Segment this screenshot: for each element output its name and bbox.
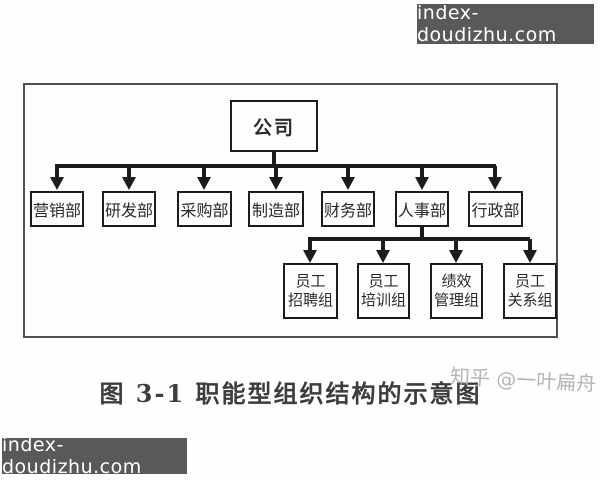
dept-label: 财务部	[323, 201, 372, 220]
org-node-subgroup: 绩效 管理组	[430, 263, 483, 319]
org-node-dept: 行政部	[468, 191, 523, 227]
connector-drop	[55, 166, 59, 178]
subgroup-label-line2: 关系组	[507, 291, 553, 309]
arrowhead-down-icon	[488, 177, 502, 190]
arrowhead-down-icon	[303, 250, 317, 263]
org-node-subgroup: 员工 培训组	[357, 263, 410, 319]
dept-label: 研发部	[104, 201, 153, 220]
diagram-frame	[23, 83, 558, 338]
connector-drop	[127, 166, 131, 178]
connector-drop	[493, 166, 497, 178]
connector-drop	[454, 239, 458, 251]
arrowhead-down-icon	[50, 177, 64, 190]
org-node-subgroup: 员工 关系组	[503, 263, 557, 319]
arrowhead-down-icon	[523, 250, 537, 263]
connector-drop	[202, 166, 206, 178]
dept-label: 人事部	[397, 201, 446, 220]
connector-drop	[381, 239, 385, 251]
dept-label: 制造部	[251, 201, 300, 220]
connector-drop	[274, 166, 278, 178]
subgroup-label-line2: 招聘组	[287, 291, 333, 309]
org-node-dept: 采购部	[177, 191, 232, 227]
connector-rail-2	[308, 237, 530, 241]
org-node-dept: 研发部	[102, 191, 156, 227]
org-node-company-label: 公司	[252, 116, 295, 139]
subgroup-label-line2: 培训组	[360, 291, 406, 309]
arrowhead-down-icon	[269, 177, 283, 190]
subgroup-label-line1: 绩效	[441, 272, 472, 290]
figure-caption: 图 3-1 职能型组织结构的示意图	[99, 379, 482, 408]
watermark-top-label: index-doudizhu.com	[417, 2, 557, 46]
watermark-top: index-doudizhu.com	[417, 2, 594, 46]
arrowhead-down-icon	[449, 250, 463, 263]
arrowhead-down-icon	[197, 177, 211, 190]
dept-label: 行政部	[471, 201, 520, 220]
subgroup-label-line1: 员工	[368, 272, 399, 290]
org-node-subgroup: 员工 招聘组	[283, 263, 338, 319]
subgroup-label-line2: 管理组	[433, 291, 479, 309]
arrowhead-down-icon	[341, 177, 355, 190]
watermark-bottom: index-doudizhu.com	[2, 434, 187, 478]
org-node-dept: 制造部	[248, 191, 304, 227]
dept-label: 营销部	[32, 201, 81, 220]
arrowhead-down-icon	[376, 250, 390, 263]
connector-drop	[528, 239, 532, 251]
org-node-company: 公司	[230, 100, 318, 152]
connector-drop	[346, 166, 350, 178]
arrowhead-down-icon	[415, 177, 429, 190]
org-node-dept: 人事部	[395, 191, 449, 227]
subgroup-label-line1: 员工	[514, 272, 545, 290]
connector-drop	[308, 239, 312, 251]
connector-root-stub	[272, 152, 276, 166]
connector-hr-stub	[420, 227, 424, 239]
connector-drop	[420, 166, 424, 178]
arrowhead-down-icon	[122, 177, 136, 190]
dept-label: 采购部	[180, 201, 229, 220]
org-node-dept: 财务部	[321, 191, 375, 227]
subgroup-label-line1: 员工	[295, 272, 326, 290]
org-node-dept: 营销部	[30, 191, 84, 227]
watermark-bottom-label: index-doudizhu.com	[2, 434, 142, 478]
